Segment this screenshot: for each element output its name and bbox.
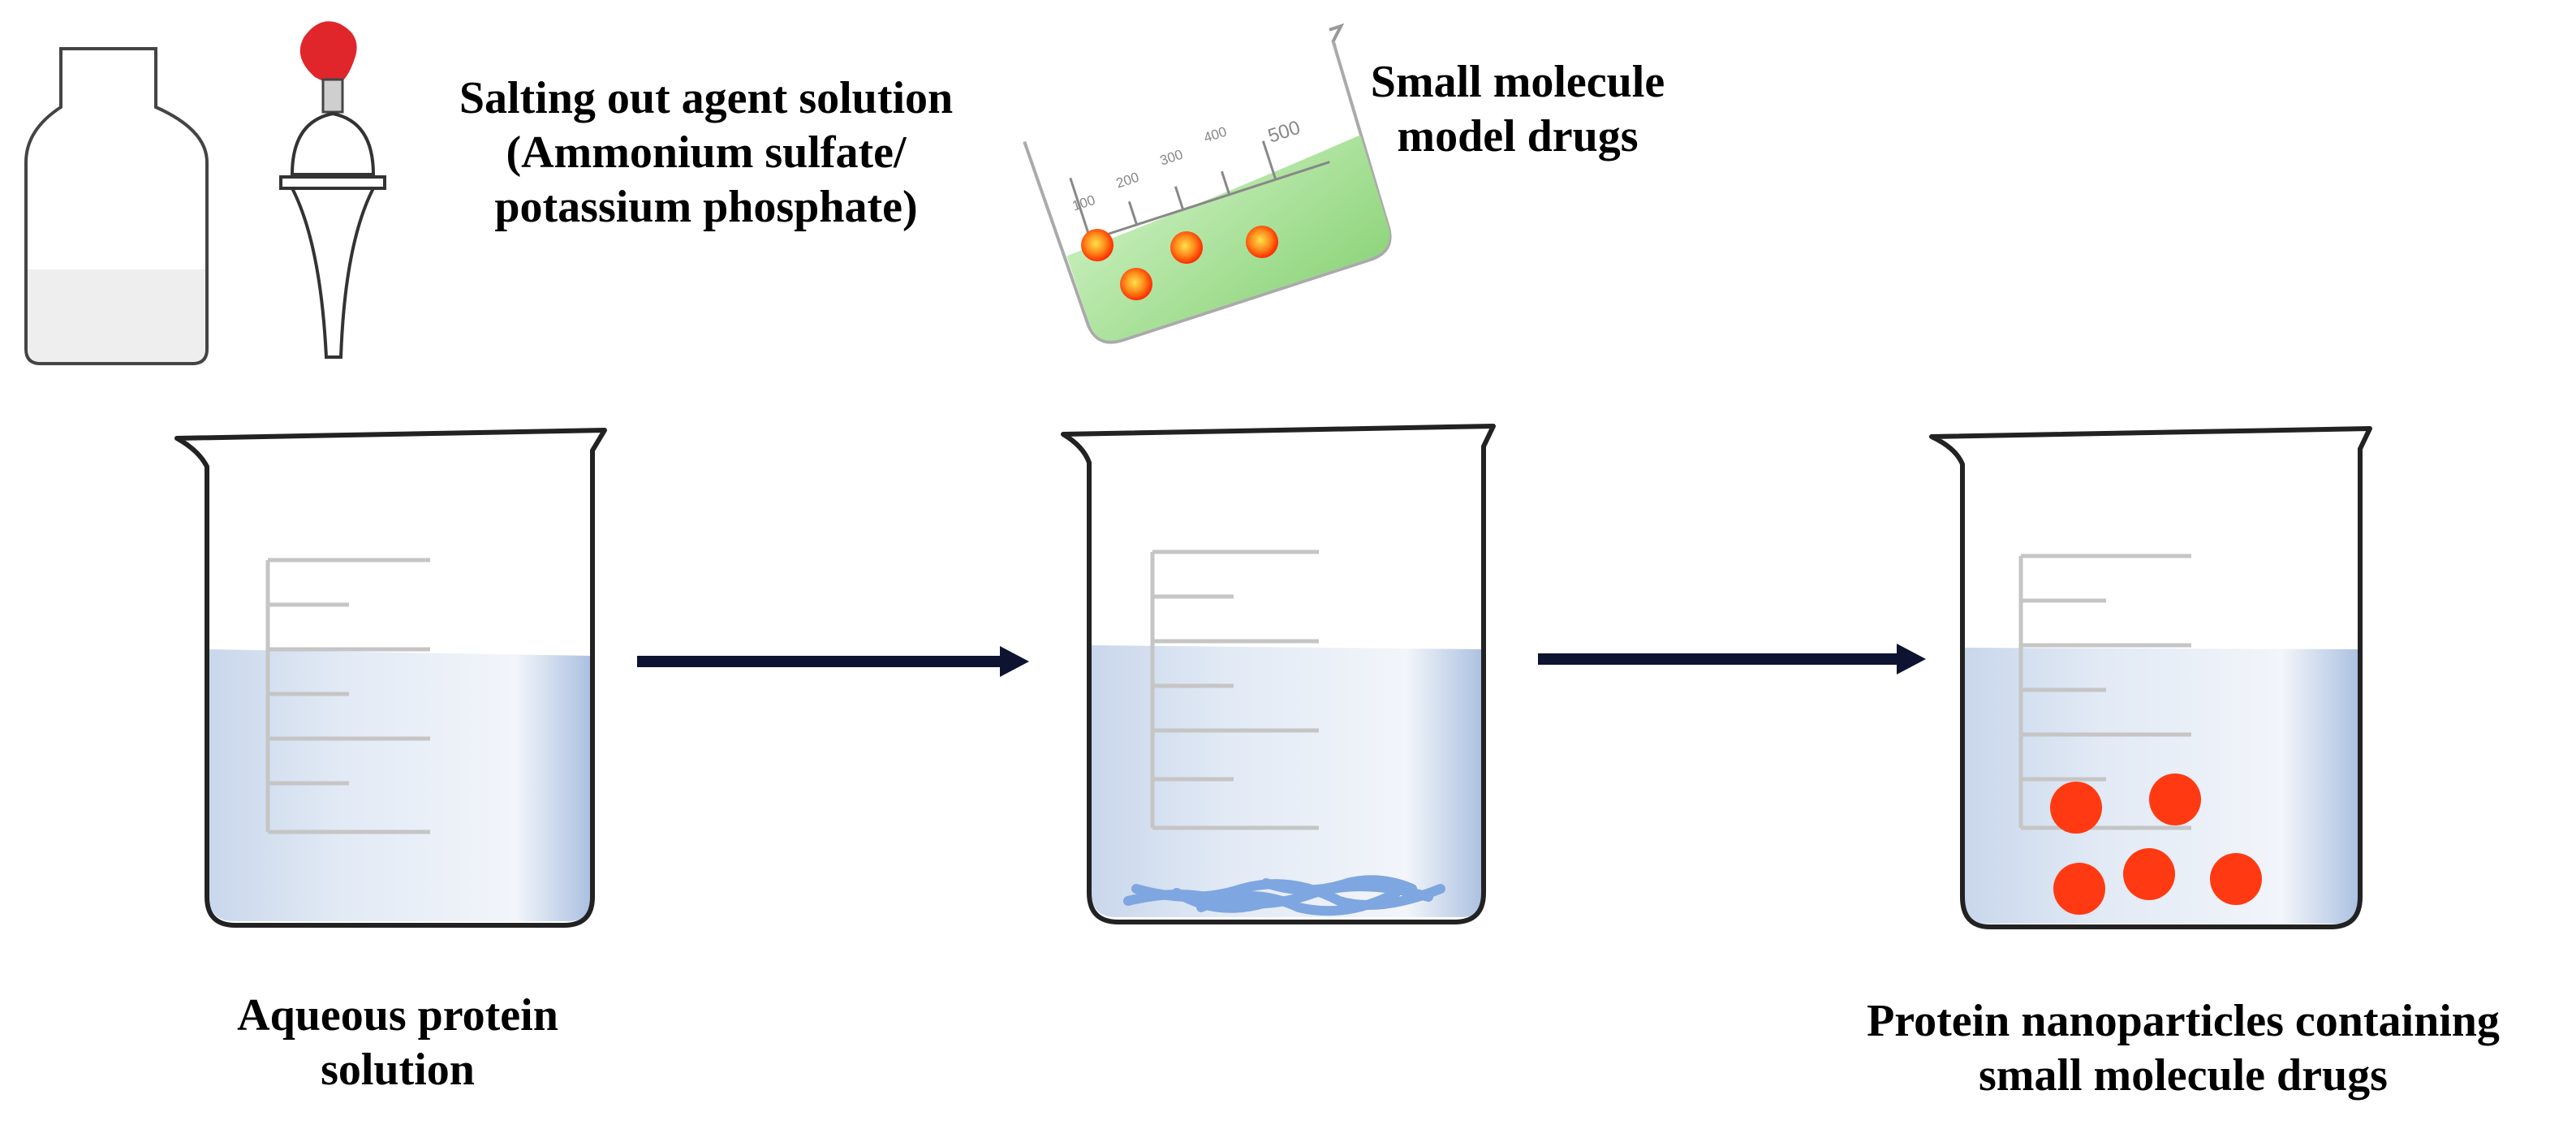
drugs-label: Small molecule model drugs (1331, 55, 1704, 164)
dropper-pipette (279, 21, 386, 359)
aqueous-protein-label: Aqueous protein solution (162, 989, 633, 1097)
nanoparticle (2149, 773, 2201, 825)
arrow-step-2 (1538, 644, 1926, 674)
drug-particle (1120, 268, 1152, 300)
aqueous-line-1: Aqueous protein (237, 990, 558, 1041)
beaker-salted-out (1061, 424, 1496, 924)
aqueous-line-2: solution (321, 1045, 475, 1096)
salting-agent-line-1: Salting out agent solution (459, 73, 954, 123)
salting-agent-label: Salting out agent solution (Ammonium sul… (422, 71, 990, 235)
beaker-aqueous-protein (174, 428, 607, 928)
salting-agent-line-2: (Ammonium sulfate/ (506, 127, 907, 179)
drugs-line-1: Small molecule (1370, 57, 1665, 107)
beaker-nanoparticles (1929, 426, 2372, 929)
nano-line-2: small molecule drugs (1979, 1050, 2388, 1101)
drug-particles (1081, 226, 1278, 300)
nano-line-1: Protein nanoparticles containing (1867, 996, 2500, 1046)
nanoparticle (2053, 863, 2105, 915)
nanoparticle (2123, 848, 2175, 900)
nanoparticle (2210, 853, 2262, 905)
arrow-step-1 (637, 646, 1029, 677)
drugs-line-2: model drugs (1397, 111, 1639, 162)
protein-aggregate (1123, 875, 1445, 916)
drug-particle (1246, 226, 1278, 258)
nanoparticles (2050, 773, 2262, 915)
drug-particle (1081, 229, 1114, 261)
drug-particle (1170, 231, 1203, 264)
nanoparticles-label: Protein nanoparticles containing small m… (1794, 994, 2573, 1103)
reagent-bottle (24, 47, 209, 365)
nanoparticle (2050, 782, 2102, 834)
salting-agent-line-3: potassium phosphate) (494, 182, 918, 233)
